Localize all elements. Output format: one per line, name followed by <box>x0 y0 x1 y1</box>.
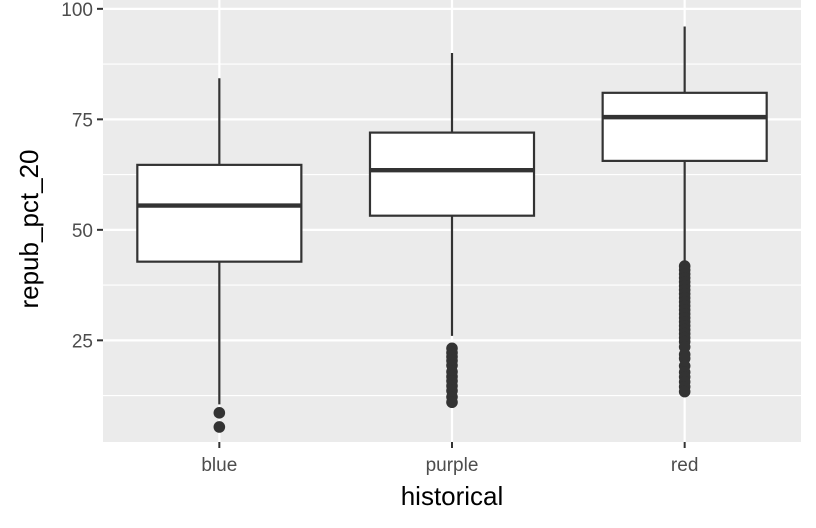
box-series <box>136 26 768 433</box>
y-axis-title: repub_pct_20 <box>14 149 44 308</box>
outlier-point <box>446 396 458 409</box>
iqr-box <box>368 131 536 217</box>
iqr-box <box>136 163 303 263</box>
iqr-box <box>601 91 768 162</box>
box-red <box>601 26 768 398</box>
x-axis: blue purple red <box>201 442 698 476</box>
outlier-point <box>213 407 226 419</box>
x-tick-label: blue <box>201 455 237 476</box>
box-blue <box>136 78 303 433</box>
outlier-point <box>678 385 691 398</box>
y-tick-label: 50 <box>72 221 93 242</box>
x-axis-title: historical <box>401 481 504 511</box>
y-tick-label: 100 <box>61 0 93 21</box>
outlier-point <box>213 421 226 433</box>
box-purple <box>368 53 536 409</box>
x-tick-label: purple <box>426 455 479 476</box>
x-tick-label: red <box>671 455 698 476</box>
y-tick-label: 25 <box>72 331 93 352</box>
y-axis: 25 50 75 100 <box>61 0 103 352</box>
y-tick-label: 75 <box>72 110 93 131</box>
